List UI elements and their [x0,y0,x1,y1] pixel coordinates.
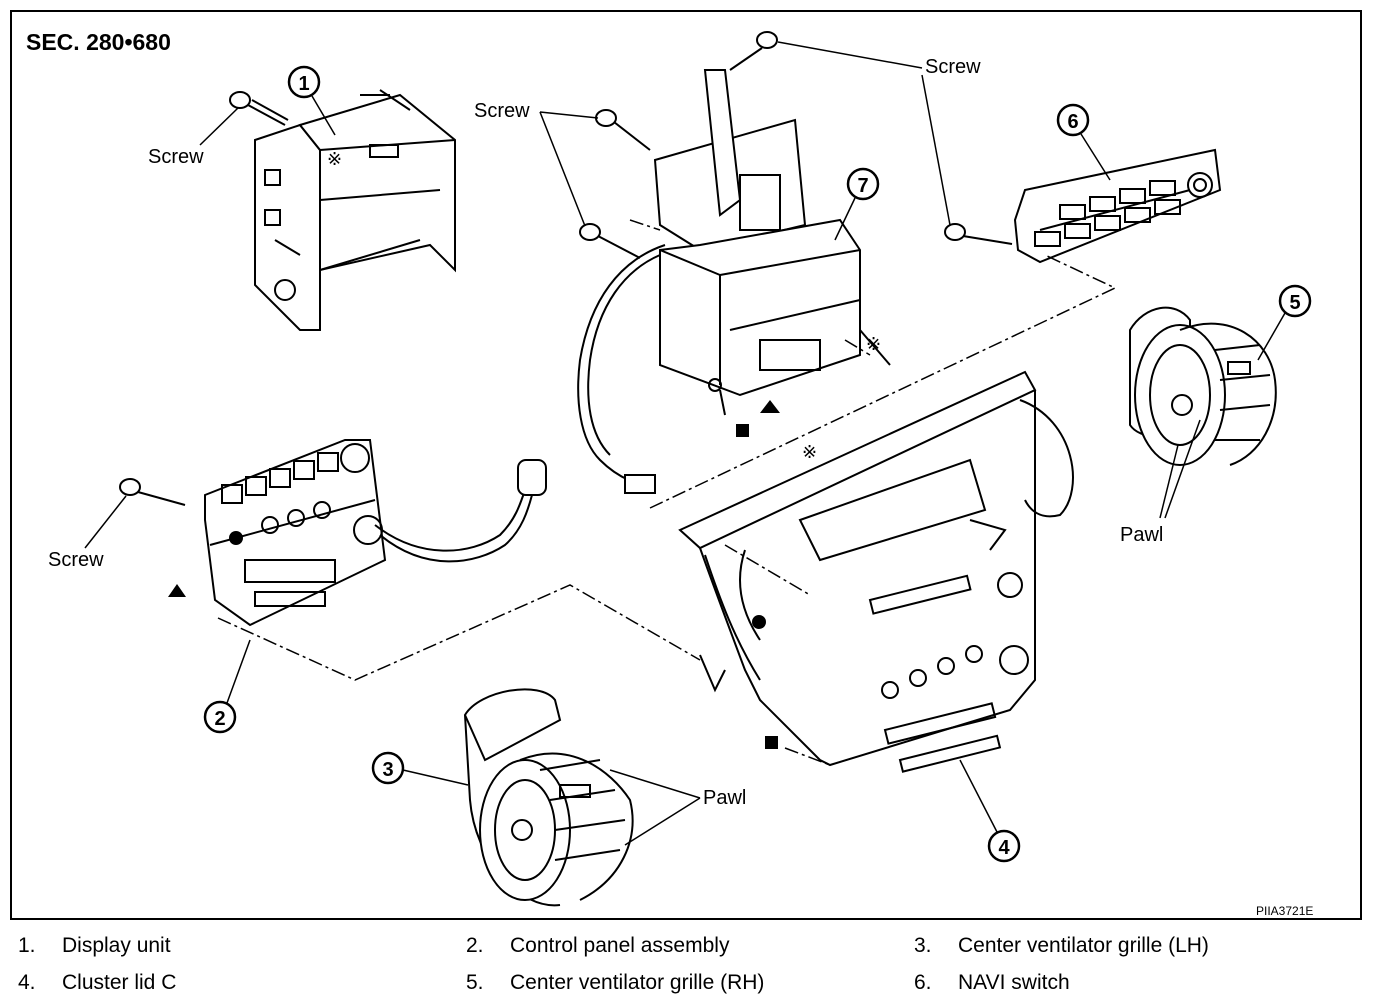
callout-2: 2 [203,639,251,734]
legend-num: 6. [914,971,932,994]
leader-pawl-1 [1159,419,1201,519]
callout-6: 6 [1056,103,1111,181]
leader-screw-3 [777,41,951,226]
screw-4 [729,31,778,71]
pawl-label-2: Pawl [703,787,746,809]
callout-6-label: 6 [1067,111,1078,133]
dot-mark-1 [229,531,243,545]
legend-name: Control panel assembly [510,934,730,957]
asterisk-mark-1: ※ [327,149,342,170]
figure-code: PIIA3721E [1256,904,1313,918]
legend-num: 4. [18,971,36,994]
leader-screw-1 [199,107,239,146]
ventilator-grille-rh [1129,306,1277,466]
legend-num: 1. [18,934,36,957]
callout-5-label: 5 [1289,292,1300,314]
screw-6 [119,478,186,506]
legend-num: 5. [466,971,484,994]
callout-1-label: 1 [298,73,309,95]
alignment-lines [217,219,1117,766]
asterisk-mark-2: ※ [866,334,881,355]
callout-1: 1 [287,65,336,136]
legend-name: NAVI switch [958,971,1070,994]
triangle-mark-1 [760,400,780,413]
asterisk-mark-3: ※ [802,442,817,463]
callout-4-label: 4 [998,837,1010,859]
triangle-mark-2 [168,584,186,597]
av-harness [577,244,666,494]
leader-screw-2 [539,111,599,227]
callout-5: 5 [1257,284,1312,361]
screw-label-2: Screw [474,100,530,122]
callout-2-label: 2 [214,708,225,730]
leader-screw-4 [84,495,127,549]
leader-pawl-2 [609,769,701,846]
legend-num: 2. [466,934,484,957]
pawl-label-1: Pawl [1120,524,1163,546]
dot-mark-2 [752,615,766,629]
screw-3 [579,223,641,259]
screw-label-1: Screw [148,146,204,168]
screw-label-3: Screw [925,56,981,78]
legend-name: Cluster lid C [62,971,177,994]
callout-7-label: 7 [857,175,868,197]
screw-1 [229,91,289,126]
screw-2 [595,109,651,151]
display-unit [254,89,456,331]
navi-switch [1013,148,1222,264]
callout-4: 4 [959,759,1021,863]
callout-3: 3 [371,751,469,786]
legend-name: Center ventilator grille (RH) [510,971,765,994]
callout-3-label: 3 [382,759,393,781]
legend-name: Center ventilator grille (LH) [958,934,1209,957]
legend-name: Display unit [62,934,171,957]
square-mark-1 [736,424,749,437]
diagram-frame [10,10,1362,920]
callout-7: 7 [834,167,880,241]
legend-num: 3. [914,934,932,957]
ventilator-grille-lh [463,688,634,907]
av-unit [653,69,891,416]
screw-5 [944,223,1013,245]
square-mark-2 [765,736,778,749]
section-label: SEC. 280•680 [26,29,171,55]
screw-label-4: Screw [48,549,104,571]
control-panel-harness [374,459,547,563]
parts-legend: 1. Display unit 2. Control panel assembl… [0,928,1376,1006]
cluster-lid-c [678,370,1074,773]
